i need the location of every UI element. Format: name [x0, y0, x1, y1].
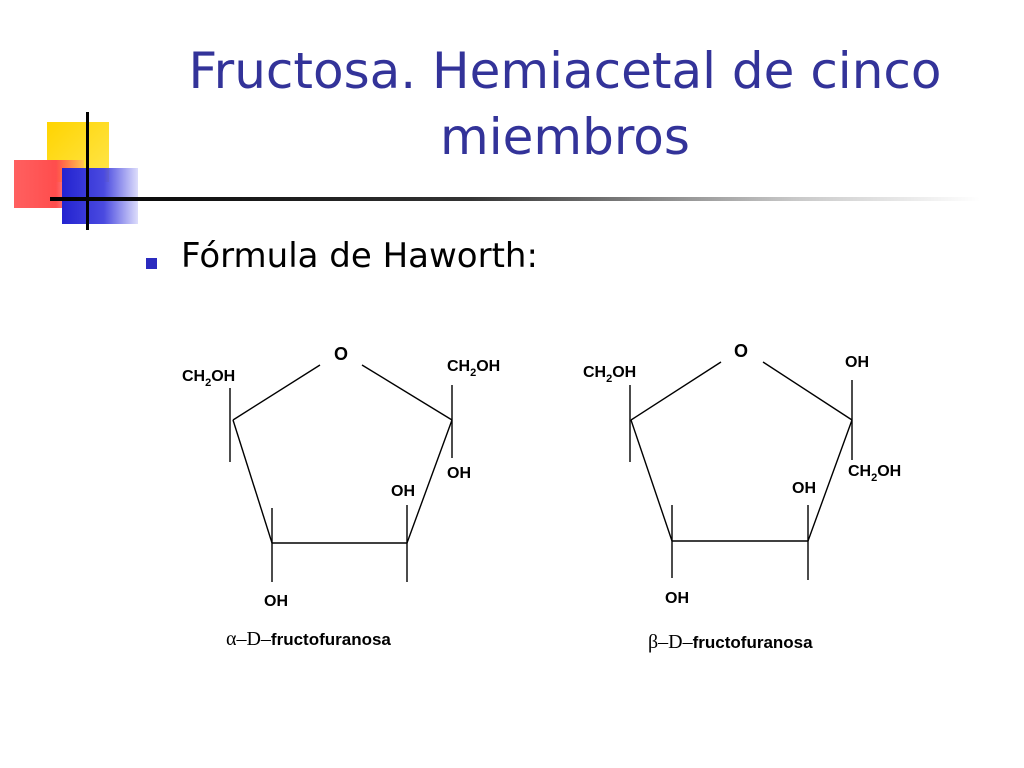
structure-alpha — [229, 364, 453, 582]
ring-bond-o-c2 — [762, 361, 853, 421]
beta-oh-c2: OH — [845, 354, 869, 371]
bullet-text: Fórmula de Haworth: — [181, 236, 538, 276]
alpha-ch2oh-right: CH2OH — [447, 358, 500, 379]
beta-caption-name: fructofuranosa — [693, 633, 814, 652]
alpha-oh-c3: OH — [391, 483, 415, 500]
beta-caption-prefix: β–D– — [648, 631, 694, 653]
decor-vertical-line — [86, 112, 89, 230]
bullet-square-icon — [146, 258, 157, 269]
alpha-ch2oh-left: CH2OH — [182, 368, 235, 389]
alpha-oh-c4: OH — [264, 593, 288, 610]
alpha-caption-name: fructofuranosa — [271, 630, 392, 649]
alpha-caption-prefix: α–D– — [226, 628, 272, 650]
ring-bond-c2-c3 — [807, 419, 853, 542]
beta-caption: β–D–fructofuranosa — [648, 631, 813, 653]
beta-ch2oh-left: CH2OH — [583, 364, 636, 385]
beta-ch2oh-c2: CH2OH — [848, 463, 901, 484]
structure-beta — [629, 361, 853, 580]
ring-bond-c4-c5 — [232, 419, 273, 544]
beta-ring-oxygen: O — [734, 341, 748, 361]
slide-title: Fructosa. Hemiacetal de cinco miembros — [188, 42, 942, 166]
ring-bond-c4-c5 — [630, 419, 673, 542]
ring-bond-c5-o — [232, 364, 321, 421]
ring-bond-c2-c3 — [406, 419, 453, 544]
beta-oh-c4: OH — [665, 590, 689, 607]
ring-bond-c5-o — [630, 361, 722, 421]
decor-blue-square — [62, 168, 138, 224]
alpha-ring-oxygen: O — [334, 344, 348, 364]
ring-bond-o-c2 — [361, 364, 453, 421]
alpha-caption: α–D–fructofuranosa — [226, 628, 391, 650]
beta-oh-c3: OH — [792, 480, 816, 497]
alpha-oh-c2: OH — [447, 465, 471, 482]
title-divider — [50, 197, 980, 201]
